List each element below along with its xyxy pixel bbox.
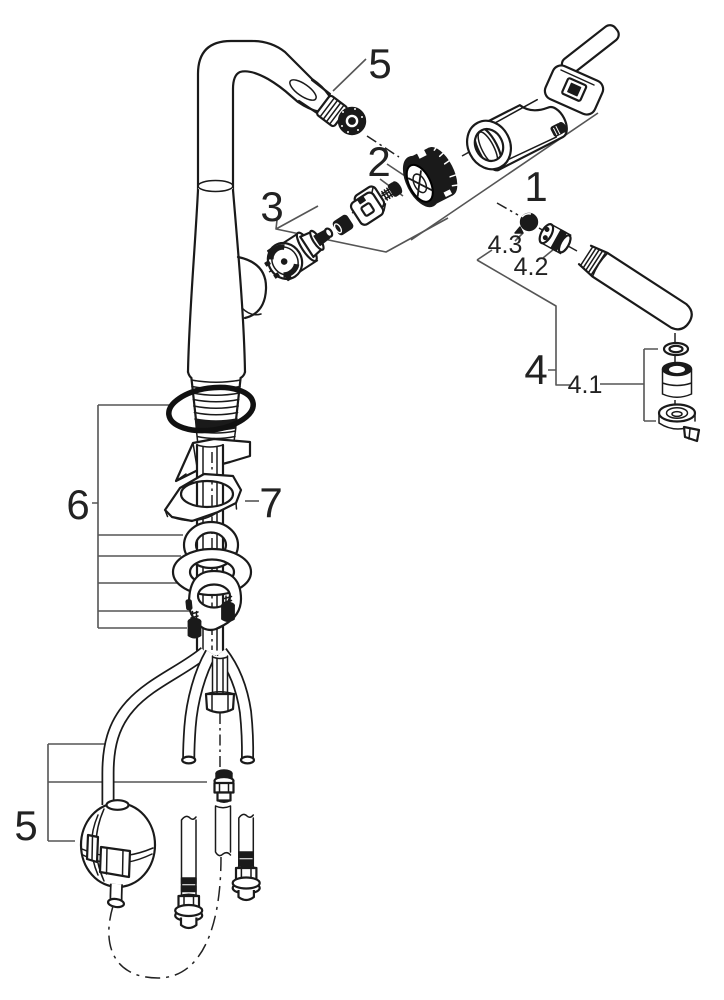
check-valve-4-2 [538,223,572,255]
pullout-hose [101,646,210,805]
callout-5-hose-weight: 5 [14,802,37,849]
spray-wand [577,244,693,331]
mousseur-carrier [657,403,701,443]
supply-hose-left-upper [181,649,217,765]
cartridge-seal [332,214,354,236]
callout-3-cartridge: 3 [260,183,283,230]
supply-hose-right-upper [216,647,256,765]
check-valve-bottom [213,769,235,803]
cartridge-retainer [349,185,387,226]
valve-cap-4-3 [514,212,539,234]
callout-labels: 5 2 1 3 4.3 4.2 4 4.1 6 7 5 [14,40,602,849]
faucet-body [186,39,334,374]
lever-handle [543,24,620,116]
leader-lines [47,58,658,842]
hose-loop-axis [108,856,222,979]
aerator [661,361,693,398]
callout-4-spray-wand: 4 [524,346,547,393]
cartridge-mounting-nut [402,143,460,208]
escutcheon-plate [163,472,243,523]
pullout-hose-end [106,883,126,909]
cartridge [264,227,334,282]
supply-hose-left-lower [174,815,204,930]
callout-7-escutcheon: 7 [259,479,282,526]
dome-ring [466,119,512,171]
callout-5-spray-head: 5 [368,40,391,87]
supply-hose-right-lower [231,813,261,902]
callout-4-2-check-valve: 4.2 [514,253,549,281]
spray-head [297,78,367,136]
cartridge-screw [381,181,403,201]
hose-stub-below-valve [214,805,232,857]
callout-1-handle: 1 [524,163,547,210]
callout-4-3-valve-cap: 4.3 [488,231,523,259]
callout-2-mounting-nut: 2 [367,138,390,185]
handle-set-screw [550,122,567,137]
aerator-washer [662,341,690,357]
callout-6-fixation: 6 [66,481,89,528]
hose-weight-ball [79,799,157,889]
callout-4-1-aerator: 4.1 [568,371,603,399]
spray-hose-connector [204,655,236,714]
corrugated-shank [186,370,247,449]
o-ring [166,384,256,434]
fixing-screw-left [187,610,202,639]
fixing-screw-right [221,595,235,622]
